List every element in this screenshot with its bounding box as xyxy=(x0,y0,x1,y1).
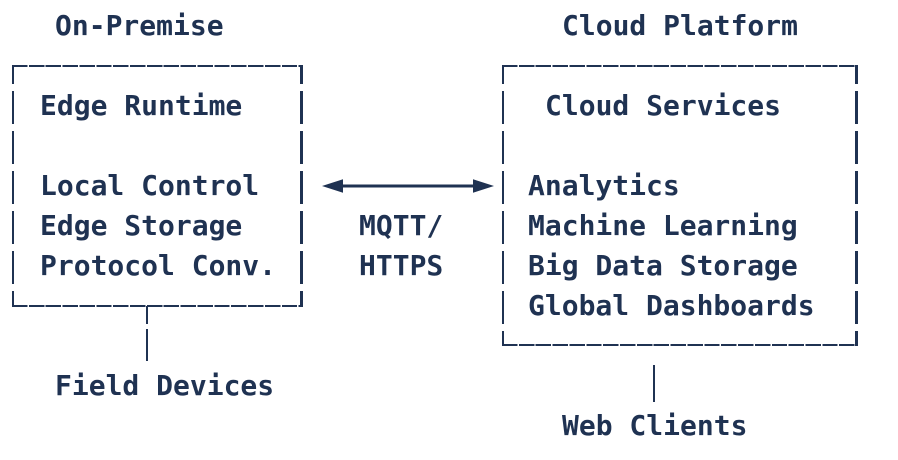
cloud-box-border-right xyxy=(855,64,858,347)
on-premise-title: On-Premise xyxy=(55,9,224,42)
protocol-label-https: HTTPS xyxy=(359,249,444,282)
cloud-services-heading: Cloud Services xyxy=(545,89,782,122)
cloud-box-border-bottom xyxy=(501,343,858,347)
on-premise-box-border-top xyxy=(11,64,302,68)
cloud-item-machine-learning: Machine Learning xyxy=(528,209,798,242)
edge-runtime-heading: Edge Runtime xyxy=(40,89,243,122)
on-premise-box-border-right xyxy=(300,64,303,308)
cloud-item-analytics: Analytics xyxy=(528,169,680,202)
on-premise-box-border-left xyxy=(11,64,15,308)
cloud-box-border-top xyxy=(501,64,858,68)
on-premise-box: Edge Runtime Local Control Edge Storage … xyxy=(11,64,303,308)
cloud-box-border-left xyxy=(501,64,505,347)
on-premise-box-border-bottom xyxy=(11,304,302,308)
on-premise-item-local-control: Local Control xyxy=(40,169,260,202)
cloud-platform-box: Cloud Services Analytics Machine Learnin… xyxy=(501,64,859,347)
on-premise-item-protocol-conv: Protocol Conv. xyxy=(40,249,277,282)
web-clients-label: Web Clients xyxy=(562,409,748,442)
cloud-platform-title: Cloud Platform xyxy=(562,9,799,42)
cloud-item-big-data-storage: Big Data Storage xyxy=(528,249,798,282)
web-clients-connector-line xyxy=(652,346,656,402)
bidirectional-arrow xyxy=(322,179,494,193)
on-premise-item-edge-storage: Edge Storage xyxy=(40,209,243,242)
protocol-label-mqtt: MQTT/ xyxy=(359,209,444,242)
field-devices-connector-line xyxy=(145,306,149,361)
field-devices-label: Field Devices xyxy=(55,369,275,402)
cloud-item-global-dashboards: Global Dashboards xyxy=(528,289,815,322)
